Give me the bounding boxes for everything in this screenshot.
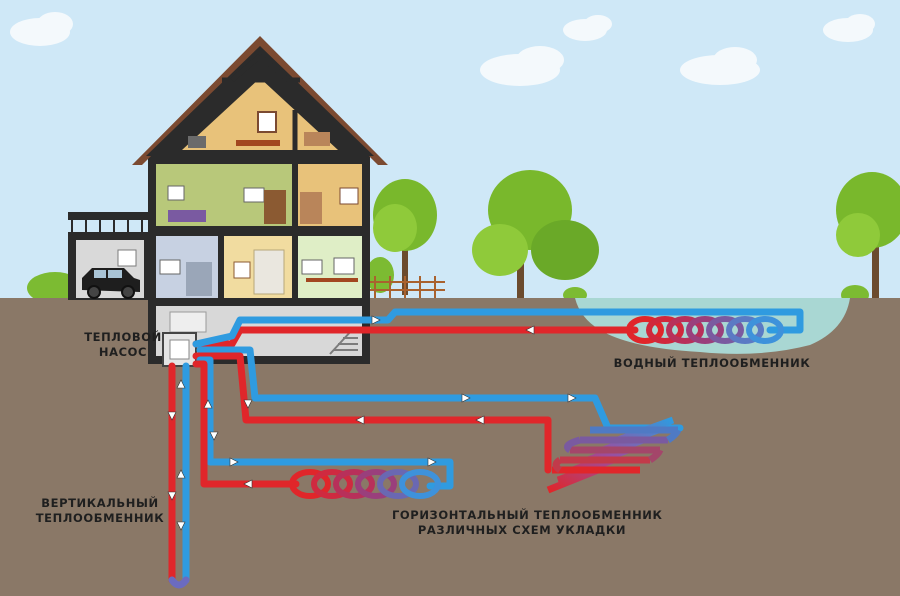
water-exchanger-label: ВОДНЫЙ ТЕПЛООБМЕННИК — [613, 356, 811, 370]
tree-icon — [373, 179, 437, 295]
cloud-icon — [10, 12, 875, 86]
tree-icon — [472, 170, 599, 298]
car-icon — [82, 268, 140, 299]
flow-arrow-icon — [167, 315, 577, 531]
horizontal-slinky-exchanger-grid — [552, 426, 682, 474]
water-coil-exchanger — [626, 316, 784, 344]
fence — [370, 276, 445, 298]
vertical-exchanger-pipes — [168, 362, 190, 589]
heat-pump-label: ТЕПЛОВОЙ НАСОС — [84, 330, 162, 359]
tree-icon — [836, 172, 900, 298]
water-exchanger-pipes — [192, 308, 804, 348]
horizontal-exchanger-label: ГОРИЗОНТАЛЬНЫЙ ТЕПЛООБМЕННИК РАЗЛИЧНЫХ С… — [392, 508, 663, 537]
horizontal-coil-exchanger — [289, 469, 441, 499]
vertical-exchanger-label: ВЕРТИКАЛЬНЫЙ ТЕПЛООБМЕННИК — [35, 496, 165, 525]
